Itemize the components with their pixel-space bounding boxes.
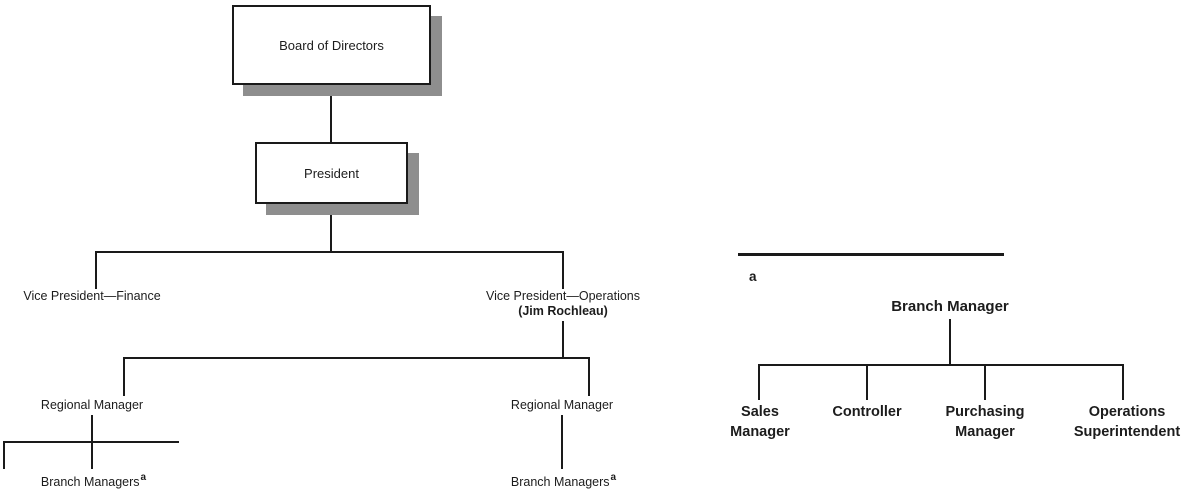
purchasing-manager-line1: Purchasing — [945, 404, 1025, 420]
node-board-label: Board of Directors — [279, 37, 384, 53]
footnote-marker: a — [749, 269, 757, 284]
connector-regional-left-drop — [123, 357, 125, 396]
connector-president-down — [330, 204, 332, 252]
connector-sales-manager-drop — [758, 364, 760, 400]
label-vp-operations: Vice President—Operations (Jim Rochleau) — [486, 289, 640, 319]
footnote-ref-left: a — [140, 472, 147, 483]
sales-manager-line2: Manager — [730, 424, 790, 440]
label-vp-finance: Vice President—Finance — [23, 289, 161, 303]
label-regional-manager-left: Regional Manager — [40, 398, 144, 412]
node-president-label: President — [304, 165, 359, 181]
branch-managers-right-text: Branch Managers — [510, 475, 610, 490]
label-vp-operations-person: (Jim Rochleau) — [518, 304, 608, 318]
connector-branch-left-edge-drop — [3, 441, 5, 469]
connector-regional-right-down — [561, 415, 563, 469]
connector-branch-left-horizontal — [3, 441, 179, 443]
operations-superintendent-line2: Superintendent — [1073, 424, 1181, 440]
label-branch-managers-right: Branch Managersa — [510, 471, 617, 490]
connector-controller-drop — [866, 364, 868, 400]
connector-footnote-horizontal — [758, 364, 1124, 366]
connector-board-president — [330, 85, 332, 142]
controller-line1: Controller — [832, 404, 902, 420]
connector-branch-manager-down — [949, 319, 951, 366]
footnote-ref-right: a — [610, 472, 617, 483]
branch-managers-left-text: Branch Managers — [40, 475, 140, 490]
footnote-divider-line — [738, 253, 1004, 256]
connector-vp-finance-drop — [95, 251, 97, 289]
label-operations-superintendent: Operations Superintendent — [1074, 402, 1180, 442]
connector-vp-operations-down — [562, 321, 564, 359]
connector-regional-right-drop — [588, 357, 590, 396]
label-purchasing-manager: Purchasing Manager — [946, 402, 1025, 442]
node-president: President — [255, 142, 408, 204]
connector-vp-horizontal — [95, 251, 564, 253]
label-vp-operations-title: Vice President—Operations — [485, 289, 641, 303]
label-branch-managers-left: Branch Managersa — [40, 471, 147, 490]
connector-purchasing-drop — [984, 364, 986, 400]
sales-manager-line1: Sales — [741, 404, 779, 420]
operations-superintendent-line1: Operations — [1088, 404, 1166, 420]
label-regional-manager-right: Regional Manager — [510, 398, 614, 412]
label-branch-manager-root: Branch Manager — [891, 298, 1009, 315]
node-board-of-directors: Board of Directors — [232, 5, 431, 85]
purchasing-manager-line2: Manager — [955, 424, 1015, 440]
label-sales-manager: Sales Manager — [730, 402, 790, 442]
connector-vp-operations-drop — [562, 251, 564, 289]
connector-operations-drop — [1122, 364, 1124, 400]
connector-regional-horizontal — [123, 357, 590, 359]
label-controller: Controller — [832, 402, 901, 422]
